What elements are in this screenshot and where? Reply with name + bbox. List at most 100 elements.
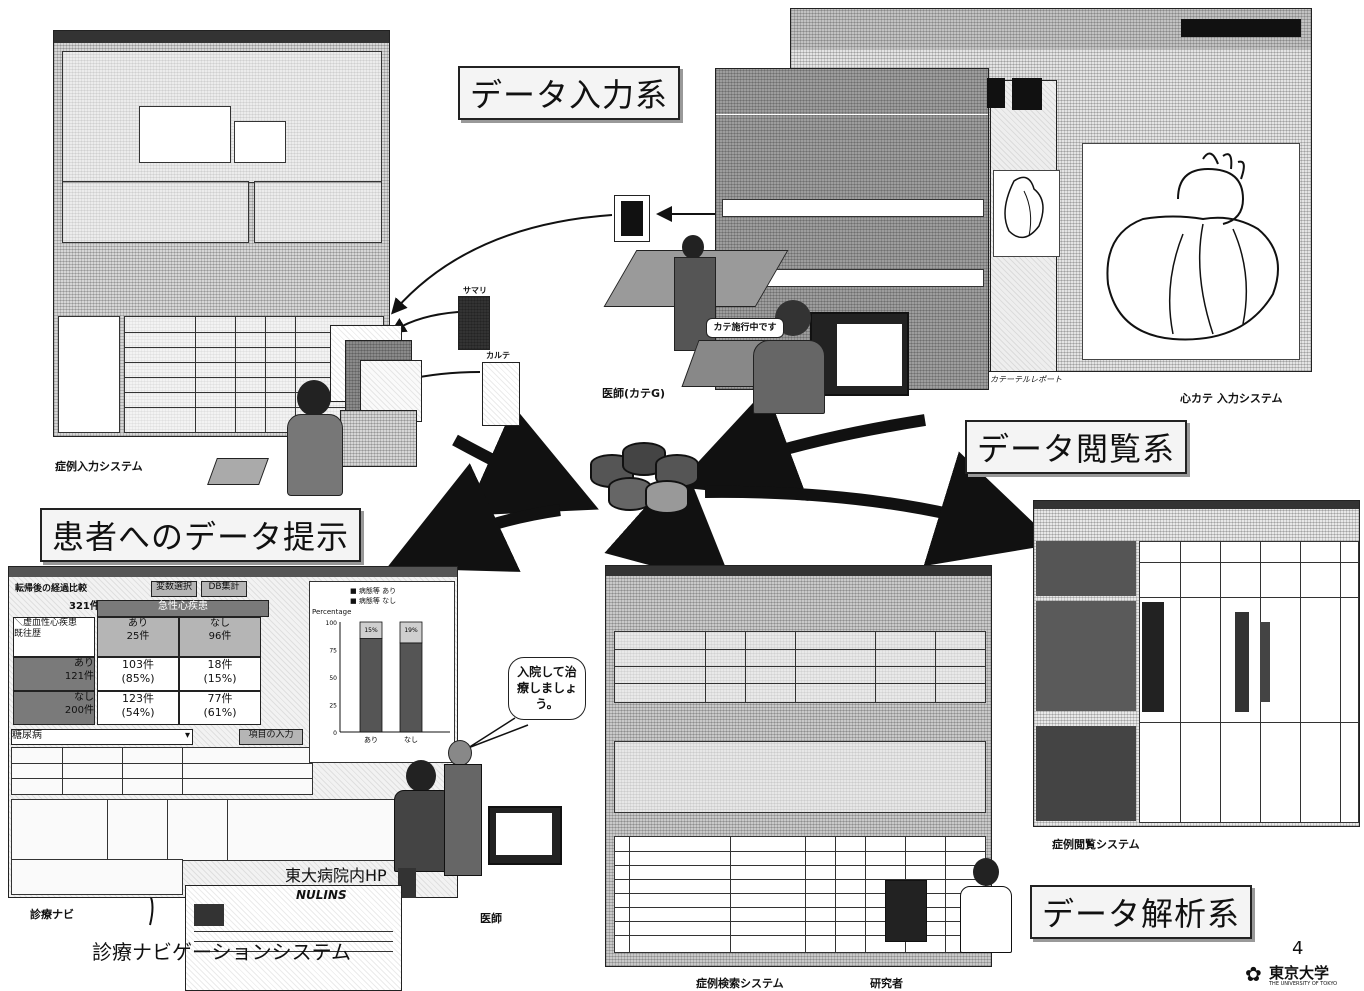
caption-cath-report: カテーテルレポート (990, 374, 1062, 385)
col-yes: あり 25件 (97, 617, 179, 657)
doctor-speech-bubble: 入院して治療しましょう。 (508, 657, 586, 720)
arrow-db-to-caseview (705, 492, 1010, 530)
film-document-icon (614, 195, 650, 242)
case-view-system-screenshot (1033, 500, 1360, 827)
caption-doctor: 医師 (480, 910, 502, 926)
caption-case-view-system: 症例閲覧システム (1052, 836, 1140, 852)
x-tick-label: あり (364, 736, 378, 744)
label-data-view: データ閲覧系 (965, 420, 1187, 474)
researcher-figure (935, 858, 1015, 968)
search-titlebar (606, 566, 991, 576)
summary-document (458, 296, 490, 350)
search-results-table (614, 836, 986, 953)
caseview-bar (1235, 612, 1249, 712)
case-search-system-screenshot (605, 565, 992, 967)
change-variable-button[interactable]: 変数選択 (151, 581, 197, 597)
thumb-dark-2 (1012, 78, 1042, 110)
x-tick-label: なし (404, 736, 418, 744)
disease-select[interactable]: 糖尿病 ▾ (11, 729, 193, 745)
chevron-down-icon: ▾ (185, 730, 190, 743)
arrow-summary-to-input (395, 312, 458, 330)
navi-pointer (150, 895, 153, 925)
hp-logo-block (194, 904, 224, 926)
back-window-dark-block (1181, 19, 1301, 37)
navi-count: 321件 (69, 597, 100, 612)
y-tick-label: 0 (333, 730, 337, 737)
university-logo: ✿ 東京大学 THE UNIVERSITY OF TOKYO (1245, 962, 1363, 989)
y-tick-label: 25 (329, 703, 337, 710)
caseview-bar (1260, 622, 1270, 702)
arrow-db-to-search (660, 520, 698, 556)
percentage-bar-chart: 0 25 50 75 100 15% あり 19% なし (310, 582, 454, 762)
col-header-acute: 急性心疾患 (97, 600, 269, 617)
list-panel-2 (254, 181, 382, 243)
navi-lower-area (11, 859, 183, 895)
university-name-en: THE UNIVERSITY OF TOKYO (1269, 981, 1337, 987)
arrow-view-to-db (720, 420, 925, 470)
phone-icon (207, 458, 269, 485)
caption-karte: カルテ (486, 350, 510, 361)
row-no: なし 200件 (13, 691, 95, 725)
caption-doctor-cath: 医師(カテG) (602, 385, 665, 401)
side-blank (58, 316, 120, 433)
doctor-desk-monitor (488, 806, 562, 865)
karte-document (482, 362, 520, 426)
list-panel (62, 181, 249, 243)
navi-titlebar (9, 567, 457, 577)
caption-cardiac-cath-input: 心カテ 入力システム (1180, 390, 1283, 406)
caseview-grid (1139, 541, 1359, 823)
cross-cell: 123件 (54%) (97, 691, 179, 725)
bar-top-label: 15% (364, 627, 378, 634)
arrow-db-to-patient (430, 510, 560, 548)
label-data-analysis: データ解析系 (1030, 885, 1252, 939)
patient-figure (440, 740, 490, 900)
heart-diagram-icon (1083, 144, 1299, 359)
heart-small-icon (994, 171, 1059, 256)
bar-segment (400, 643, 422, 732)
search-options (614, 741, 986, 813)
label-data-input: データ入力系 (458, 66, 680, 120)
heart-diagram-panel (1082, 143, 1300, 360)
input-monitor (340, 410, 417, 467)
db-aggregate-button[interactable]: DB集計 (201, 581, 247, 597)
cross-cell: 103件 (85%) (97, 657, 179, 691)
university-name: 東京大学 (1269, 962, 1329, 983)
arrow-film-to-input (395, 215, 612, 310)
navi-options-area (11, 799, 453, 861)
bar-top-label: 19% (404, 627, 418, 634)
report-field (722, 199, 984, 217)
cross-cell: 18件 (15%) (179, 657, 261, 691)
caseview-titlebar (1034, 501, 1359, 509)
col-no: なし 96件 (179, 617, 261, 657)
enter-item-button[interactable]: 項目の入力 (239, 729, 303, 745)
label-patient-data: 患者へのデータ提示 (40, 508, 361, 562)
thumb-dark-1 (987, 78, 1005, 108)
row-yes: あり 121件 (13, 657, 95, 691)
form-subpanel-2 (234, 121, 286, 163)
y-tick-label: 50 (329, 675, 337, 682)
y-tick-label: 100 (326, 620, 338, 627)
caseview-left-dark (1036, 541, 1136, 596)
caption-hospital-hp: 東大病院内HP (285, 862, 387, 886)
cath-speech-bubble: カテ施行中です (706, 318, 784, 338)
database-cluster (580, 442, 700, 522)
hp-logo: NULINS (296, 888, 347, 902)
navi-title: 転帰後の経過比較 (15, 581, 87, 594)
ginkgo-leaf-icon: ✿ (1245, 962, 1262, 986)
y-tick-label: 75 (329, 648, 337, 655)
caseview-left-dark-2 (1036, 601, 1136, 711)
operator-figure (285, 380, 345, 500)
form-subpanel (139, 106, 231, 163)
caption-navi-system: 診療ナビゲーションシステム (92, 936, 351, 965)
caption-navi-short: 診療ナビ (30, 906, 74, 922)
database-disk (645, 480, 689, 514)
row-header: ＼虚血性心疾患 既往歴 (13, 617, 95, 657)
heart-small-sketch (993, 170, 1060, 257)
caption-case-input-system: 症例入力システム (55, 458, 143, 474)
window-titlebar (54, 31, 389, 43)
page-number: 4 (1292, 938, 1303, 959)
bar-segment (360, 639, 382, 733)
navi-form-area (11, 747, 313, 795)
caption-summary: サマリ (463, 285, 487, 296)
